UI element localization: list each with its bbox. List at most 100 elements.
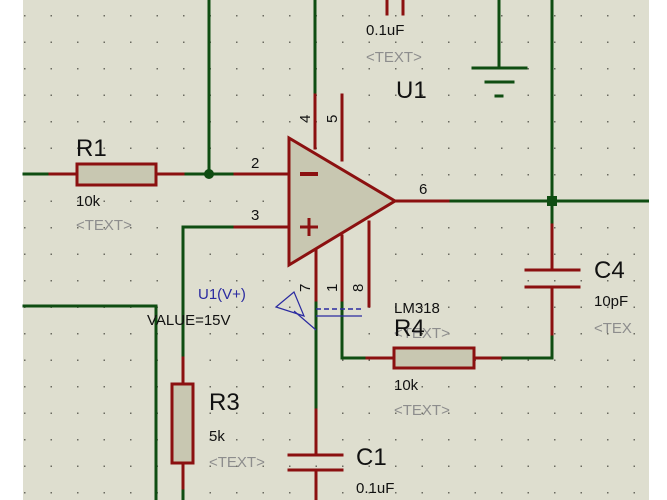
grid-dot bbox=[395, 174, 397, 176]
junction-node bbox=[547, 196, 557, 206]
grid-dot bbox=[580, 412, 582, 414]
capacitor-c4[interactable] bbox=[524, 268, 581, 289]
grid-dot bbox=[103, 68, 105, 70]
grid-dot bbox=[527, 227, 529, 229]
grid-dot bbox=[289, 68, 291, 70]
grid-dot bbox=[474, 15, 476, 17]
grid-dot bbox=[24, 94, 26, 96]
grid-dot bbox=[501, 412, 503, 414]
grid-dot bbox=[342, 41, 344, 43]
grid-dot bbox=[448, 15, 450, 17]
grid-dot bbox=[77, 94, 79, 96]
grid-dot bbox=[315, 465, 317, 467]
grid-dot bbox=[501, 121, 503, 123]
grid-dot bbox=[607, 41, 609, 43]
grid-dot bbox=[24, 68, 26, 70]
wire-r4-c4[interactable] bbox=[498, 332, 554, 360]
grid-dot bbox=[607, 227, 609, 229]
grid-dot bbox=[50, 147, 52, 149]
grid-dot bbox=[236, 68, 238, 70]
grid-dot bbox=[474, 174, 476, 176]
grid-dot bbox=[395, 333, 397, 335]
grid-dot bbox=[289, 280, 291, 282]
grid-dot bbox=[103, 147, 105, 149]
grid-dot bbox=[527, 333, 529, 335]
grid-dot bbox=[236, 359, 238, 361]
grid-dot bbox=[342, 359, 344, 361]
grid-dot bbox=[289, 359, 291, 361]
grid-dot bbox=[554, 359, 556, 361]
grid-dot bbox=[183, 68, 185, 70]
grid-dot bbox=[130, 439, 132, 441]
grid-dot bbox=[448, 412, 450, 414]
resistor-r3[interactable] bbox=[170, 382, 195, 465]
grid-dot bbox=[448, 68, 450, 70]
grid-dot bbox=[554, 121, 556, 123]
grid-dot bbox=[421, 68, 423, 70]
grid-dot bbox=[474, 147, 476, 149]
grid-dot bbox=[209, 306, 211, 308]
grid-dot bbox=[156, 253, 158, 255]
grid-dot bbox=[103, 15, 105, 17]
grid-dot bbox=[368, 68, 370, 70]
grid-dot bbox=[554, 15, 556, 17]
grid-dot bbox=[448, 386, 450, 388]
c4-value: 10pF bbox=[594, 293, 628, 310]
grid-dot bbox=[24, 492, 26, 494]
opamp-u1[interactable] bbox=[287, 135, 398, 268]
grid-dot bbox=[633, 492, 635, 494]
grid-dot bbox=[527, 492, 529, 494]
grid-dot bbox=[448, 333, 450, 335]
wire-left-lower[interactable] bbox=[22, 304, 158, 500]
resistor-r4[interactable] bbox=[392, 346, 476, 370]
grid-dot bbox=[474, 306, 476, 308]
grid-dot bbox=[130, 68, 132, 70]
grid-dot bbox=[50, 492, 52, 494]
grid-dot bbox=[262, 492, 264, 494]
power-probe-icon[interactable] bbox=[274, 291, 362, 331]
grid-dot bbox=[474, 465, 476, 467]
grid-dot bbox=[527, 465, 529, 467]
grid-dot bbox=[368, 147, 370, 149]
grid-dot bbox=[183, 200, 185, 202]
grid-dot bbox=[501, 439, 503, 441]
grid-dot bbox=[342, 412, 344, 414]
grid-dot bbox=[368, 174, 370, 176]
grid-dot bbox=[262, 15, 264, 17]
resistor-r1[interactable] bbox=[75, 162, 158, 187]
grid-dot bbox=[368, 359, 370, 361]
grid-dot bbox=[607, 147, 609, 149]
grid-dot bbox=[77, 280, 79, 282]
grid-dot bbox=[24, 333, 26, 335]
grid-dot bbox=[607, 439, 609, 441]
grid-dot bbox=[342, 492, 344, 494]
grid-dot bbox=[262, 41, 264, 43]
wire-pin1[interactable] bbox=[340, 298, 369, 360]
pin-2-label: 2 bbox=[251, 155, 259, 172]
grid-dot bbox=[395, 386, 397, 388]
grid-dot bbox=[50, 68, 52, 70]
schematic-canvas[interactable] bbox=[23, 0, 649, 500]
grid-dot bbox=[580, 227, 582, 229]
grid-dot bbox=[236, 94, 238, 96]
grid-dot bbox=[527, 174, 529, 176]
capacitor-c1[interactable] bbox=[287, 453, 344, 472]
grid-dot bbox=[527, 94, 529, 96]
grid-dot bbox=[24, 253, 26, 255]
grid-dot bbox=[24, 439, 26, 441]
grid-dot bbox=[527, 359, 529, 361]
grid-dot bbox=[50, 412, 52, 414]
grid-dot bbox=[156, 68, 158, 70]
grid-dot bbox=[236, 412, 238, 414]
grid-dot bbox=[50, 227, 52, 229]
grid-dot bbox=[554, 174, 556, 176]
grid-dot bbox=[103, 439, 105, 441]
grid-dot bbox=[527, 68, 529, 70]
grid-dot bbox=[262, 147, 264, 149]
grid-dot bbox=[24, 41, 26, 43]
grid-dot bbox=[580, 359, 582, 361]
grid-dot bbox=[501, 492, 503, 494]
grid-dot bbox=[236, 280, 238, 282]
grid-dot bbox=[342, 439, 344, 441]
